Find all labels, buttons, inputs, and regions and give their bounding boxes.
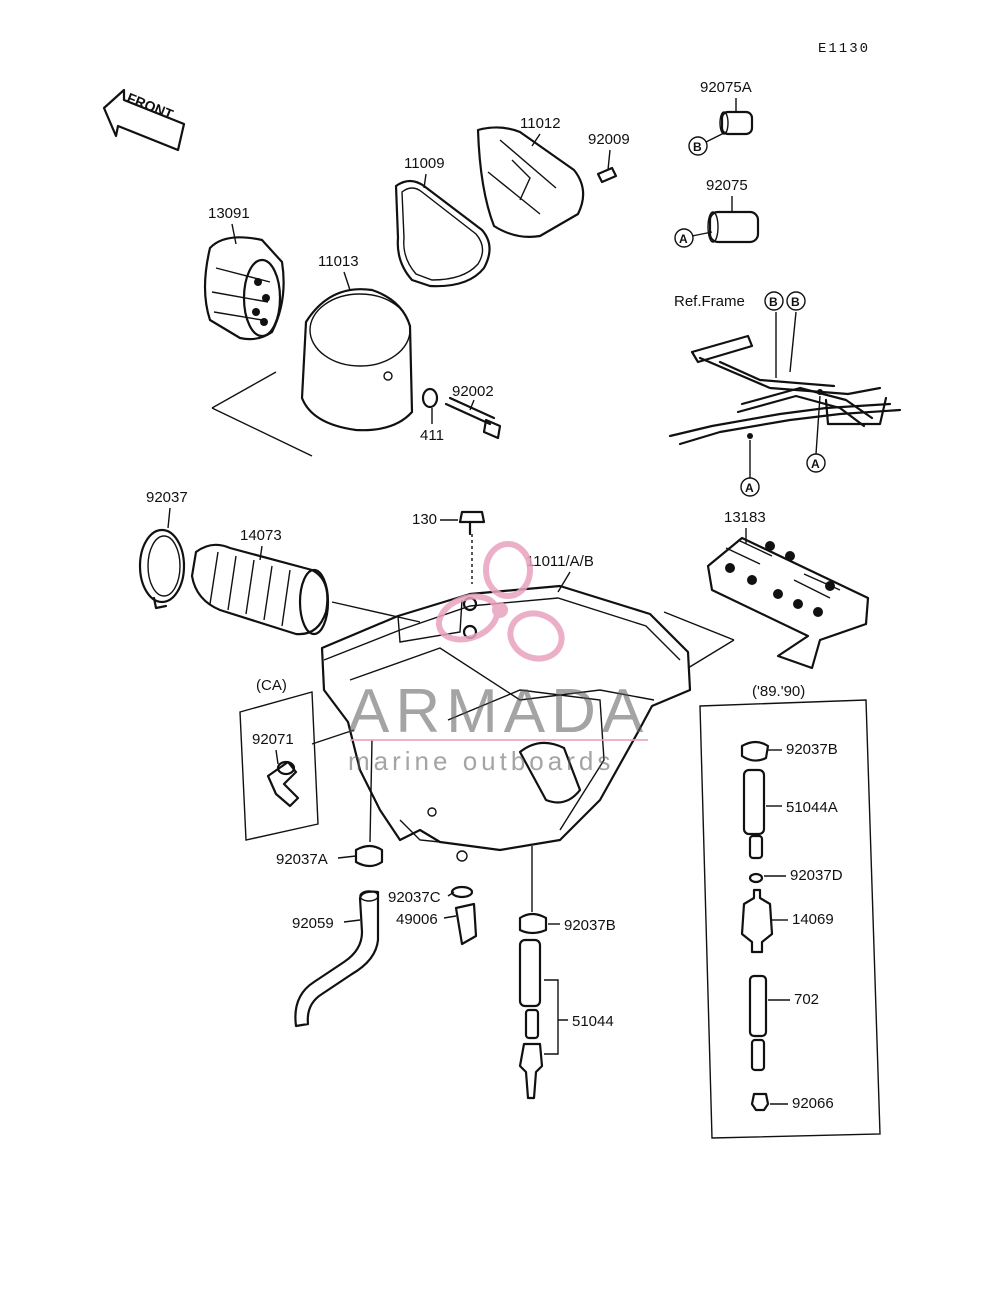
label-14073: 14073 — [240, 527, 282, 544]
label-92075A: 92075A — [700, 79, 752, 96]
part-92037A-clamp — [354, 844, 384, 868]
label-411: 411 — [420, 427, 444, 444]
watermark: ARMADA marine outboards — [348, 541, 649, 776]
marker-b-92075A: B — [688, 136, 708, 156]
label-92002: 92002 — [452, 383, 494, 400]
part-11009-gasket — [394, 179, 491, 288]
label-14069: 14069 — [792, 911, 834, 928]
svg-text:A: A — [745, 481, 754, 495]
diagram-code: E1130 — [818, 41, 870, 57]
part-14069-fuel-filter — [740, 888, 774, 954]
marker-b-frame-1: B — [764, 291, 784, 311]
part-92009-screw — [596, 166, 618, 184]
part-130-bolt — [458, 510, 486, 536]
marker-a-frame-2: A — [806, 453, 826, 473]
part-92037D-clip — [748, 872, 764, 884]
label-11013: 11013 — [318, 253, 359, 270]
label-51044A: 51044A — [786, 799, 838, 816]
label-92037D: 92037D — [790, 867, 843, 884]
label-130: 130 — [412, 511, 437, 528]
part-92059-hose — [294, 890, 380, 1028]
part-92037B-clamp-main — [518, 912, 548, 935]
label-13183: 13183 — [724, 509, 766, 526]
part-92037B-clamp-kit — [740, 740, 770, 762]
part-92075-bushing — [707, 210, 760, 244]
part-11011-airbox — [320, 584, 692, 862]
label-49006: 49006 — [396, 911, 438, 928]
part-51044-hose-assy — [518, 938, 544, 1100]
svg-text:B: B — [791, 295, 800, 309]
front-arrow-label: FRONT — [125, 89, 176, 122]
label-11009: 11009 — [404, 155, 445, 172]
reference-frame — [668, 311, 902, 446]
part-14073-duct — [190, 543, 330, 636]
label-92037C: 92037C — [388, 889, 441, 906]
label-92066: 92066 — [792, 1095, 834, 1112]
label-51044: 51044 — [572, 1013, 614, 1030]
part-11013-air-filter — [300, 288, 414, 432]
watermark-tagline: marine outboards — [348, 746, 614, 776]
label-92037A: 92037A — [276, 851, 328, 868]
part-51044A-hose — [742, 768, 766, 860]
ca-group-outline — [239, 691, 319, 841]
svg-text:B: B — [693, 140, 702, 154]
watermark-propeller-icon — [435, 541, 565, 662]
part-92037C-clamp — [450, 885, 474, 899]
label-11011-a-b: 11011/A/B — [526, 553, 594, 570]
label-702: 702 — [794, 991, 819, 1008]
marker-a-frame-1: A — [740, 477, 760, 497]
svg-text:A: A — [811, 457, 820, 471]
part-49006-cap — [454, 902, 478, 946]
svg-text:B: B — [769, 295, 778, 309]
part-11012-cover — [476, 126, 585, 238]
label-92037: 92037 — [146, 489, 188, 506]
part-92066-plug — [750, 1092, 770, 1112]
variant-label-years: ('89.'90) — [752, 683, 805, 700]
part-92071-fitting — [266, 760, 300, 808]
label-92075: 92075 — [706, 177, 748, 194]
label-92059: 92059 — [292, 915, 334, 932]
marker-b-frame-2: B — [786, 291, 806, 311]
variant-label-ca: (CA) — [256, 677, 287, 694]
label-92009: 92009 — [588, 131, 630, 148]
watermark-brand: ARMADA — [348, 677, 649, 746]
label-92037B-kit: 92037B — [786, 741, 838, 758]
part-92037-clamp — [138, 528, 186, 610]
label-92071: 92071 — [252, 731, 294, 748]
part-92002-bolt — [444, 396, 502, 440]
svg-text:A: A — [679, 232, 688, 246]
front-arrow-icon: FRONT — [102, 88, 186, 152]
kit-group-outline — [699, 699, 881, 1139]
part-411-nut — [421, 387, 439, 409]
marker-a-92075: A — [674, 228, 694, 248]
label-13091: 13091 — [208, 205, 250, 222]
label-92037B-main: 92037B — [564, 917, 616, 934]
part-92075A-bushing — [719, 110, 754, 136]
ref-frame-label: Ref.Frame — [674, 293, 745, 310]
part-13183-plate — [706, 536, 870, 670]
part-702-hose — [748, 974, 768, 1072]
label-11012: 11012 — [520, 115, 561, 132]
part-13091-filter-cage — [203, 236, 285, 341]
